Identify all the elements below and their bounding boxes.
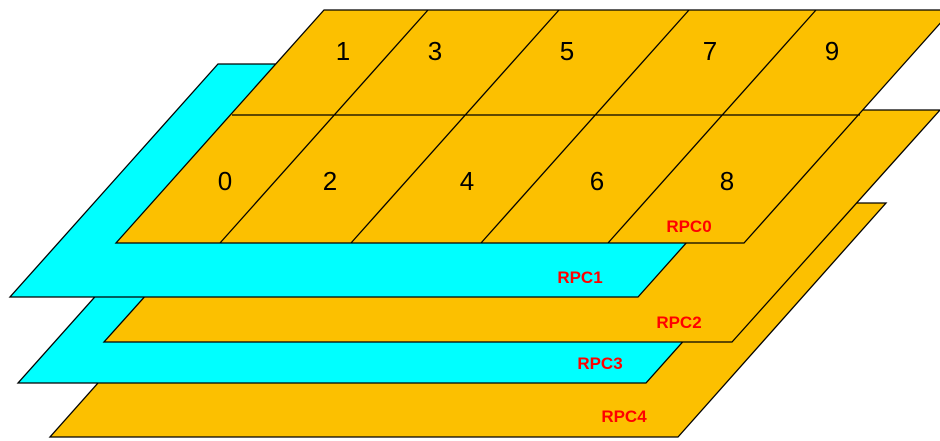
layer-label-rpc4: RPC4 (601, 407, 647, 426)
cell-number: 9 (825, 36, 839, 66)
layer-rpc0 (114, 9, 940, 244)
layer-label-rpc0: RPC0 (666, 217, 711, 236)
cell-number: 8 (720, 166, 734, 196)
layer-label-rpc1: RPC1 (557, 268, 602, 287)
layer-label-rpc3: RPC3 (577, 354, 622, 373)
cell-number: 2 (323, 166, 337, 196)
grid-divider-4 (607, 9, 817, 244)
cell-number: 4 (460, 166, 474, 196)
cell-number: 6 (590, 166, 604, 196)
grid-divider-3 (480, 9, 690, 244)
grid-divider-1 (219, 9, 429, 244)
grid-divider-2 (350, 9, 560, 244)
cell-number: 5 (560, 36, 574, 66)
cell-number: 3 (428, 36, 442, 66)
cell-number: 0 (218, 166, 232, 196)
cell-number: 7 (703, 36, 717, 66)
layer-label-rpc2: RPC2 (656, 313, 701, 332)
cell-number: 1 (336, 36, 350, 66)
